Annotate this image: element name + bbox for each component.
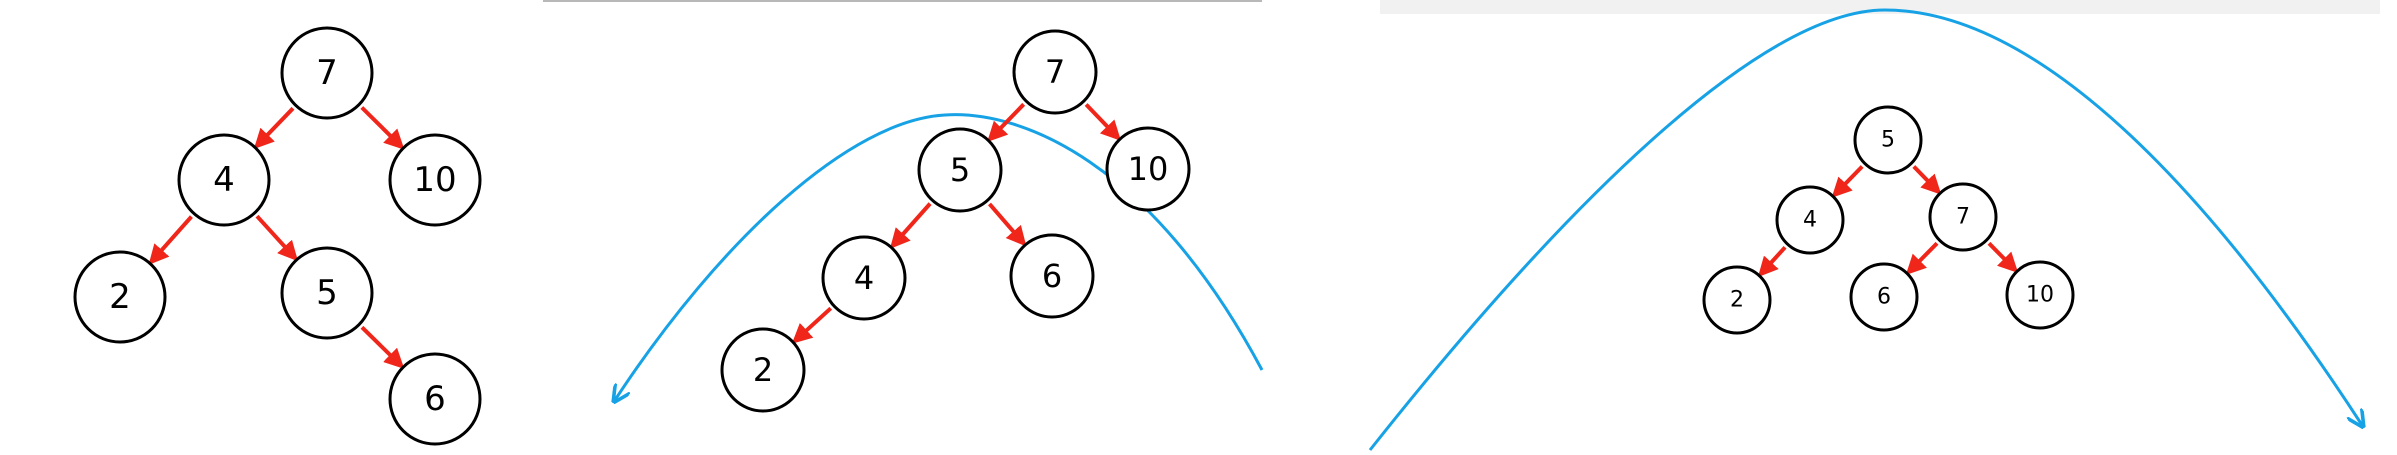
edge-n5-n4 (1831, 165, 1864, 198)
node-label: 5 (316, 273, 338, 313)
tree-node-6: 6 (1849, 262, 1919, 332)
node-circle (388, 133, 482, 227)
node-circle (1702, 265, 1772, 335)
node-label: 6 (1042, 257, 1062, 295)
node-label: 5 (1881, 128, 1895, 153)
node-label: 10 (413, 160, 456, 200)
tree-node-4: 4 (821, 235, 907, 321)
node-label: 2 (1730, 288, 1744, 313)
panel-after-first-rotation: 7 5 10 4 6 2 (720, 29, 1191, 413)
node-circle (1849, 262, 1919, 332)
tree-node-5: 5 (917, 127, 1003, 213)
node-circle (1928, 182, 1998, 252)
node-circle (1853, 105, 1923, 175)
tree-node-5: 5 (280, 246, 374, 340)
tree-node-2: 2 (1702, 265, 1772, 335)
node-label: 4 (1803, 208, 1817, 233)
node-circle (1012, 29, 1098, 115)
node-label: 7 (1956, 205, 1970, 230)
edge-n4-n2 (1757, 245, 1787, 278)
edge-n4-n5 (255, 214, 299, 262)
node-circle (280, 26, 374, 120)
tree-node-5: 5 (1853, 105, 1923, 175)
node-label: 5 (950, 151, 970, 189)
edge-n7-n6 (1905, 241, 1939, 275)
tree-node-4: 4 (1775, 185, 1845, 255)
edge-n7-n5 (987, 102, 1026, 142)
tree-node-7: 7 (1012, 29, 1098, 115)
edge-n7-n10 (1987, 241, 2019, 273)
edge-n4-n2 (791, 306, 833, 344)
node-circle (2005, 260, 2075, 330)
node-label: 6 (424, 379, 446, 419)
panel-before-rotation: 7 4 10 2 5 6 (73, 26, 482, 446)
node-circle (177, 133, 271, 227)
rotation-arrow-2 (1368, 8, 2362, 451)
edge-n5-n7 (1912, 165, 1942, 195)
panel-after-second-rotation: 5 4 7 2 6 10 (1702, 105, 2075, 335)
node-label: 2 (753, 351, 773, 389)
node-circle (1009, 233, 1095, 319)
node-label: 10 (2026, 283, 2054, 308)
rotation-arrow-1 (615, 113, 1264, 400)
tree-node-6: 6 (388, 352, 482, 446)
node-label: 7 (316, 53, 338, 93)
edge-n7-n10 (1084, 103, 1122, 141)
node-circle (1775, 185, 1845, 255)
edge-n7-n10 (360, 106, 405, 150)
edge-n5-n6 (987, 202, 1027, 247)
edge-n5-n4 (889, 202, 932, 249)
node-label: 6 (1877, 285, 1891, 310)
tree-node-2: 2 (720, 327, 806, 413)
tree-node-6: 6 (1009, 233, 1095, 319)
node-label: 7 (1045, 53, 1065, 91)
node-label: 2 (109, 277, 131, 317)
tree-node-4: 4 (177, 133, 271, 227)
node-circle (388, 352, 482, 446)
edge-n5-n6 (360, 325, 405, 369)
node-circle (73, 250, 167, 344)
node-circle (720, 327, 806, 413)
tree-node-7: 7 (1928, 182, 1998, 252)
edge-n7-n4 (253, 106, 295, 150)
tree-node-10: 10 (2005, 260, 2075, 330)
node-circle (1105, 126, 1191, 212)
tree-node-10: 10 (1105, 126, 1191, 212)
tree-node-10: 10 (388, 133, 482, 227)
edge-n4-n2 (148, 215, 193, 265)
node-circle (280, 246, 374, 340)
node-label: 4 (213, 160, 235, 200)
node-circle (821, 235, 907, 321)
tree-node-2: 2 (73, 250, 167, 344)
node-label: 4 (854, 259, 874, 297)
panel-top-shadow (1380, 0, 2380, 14)
node-label: 10 (1128, 150, 1169, 188)
node-circle (917, 127, 1003, 213)
tree-node-7: 7 (280, 26, 374, 120)
